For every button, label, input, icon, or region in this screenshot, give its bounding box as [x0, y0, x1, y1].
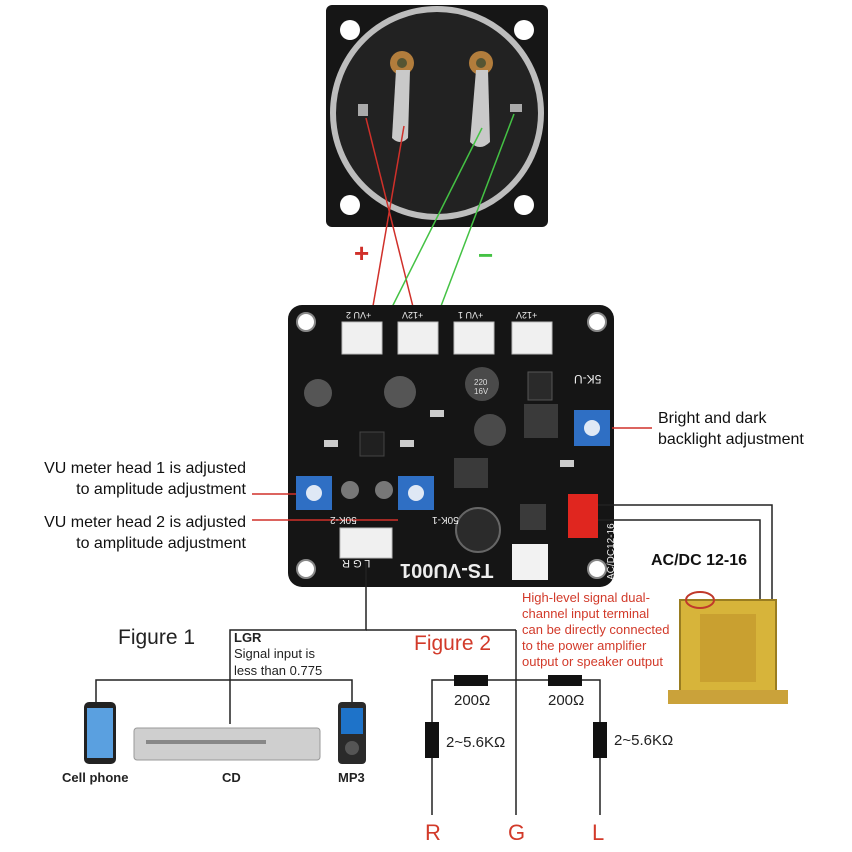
figure1-signal-line2: less than 0.775: [234, 663, 323, 678]
vu-driver-board: [288, 305, 614, 587]
figure2-note-line5: output or speaker output: [522, 654, 663, 669]
series-resistor-right-value: 200Ω: [548, 692, 585, 709]
callout-head1-line1: VU meter head 1 is adjusted: [44, 460, 246, 477]
figure2-note-line2: channel input terminal: [522, 606, 650, 621]
figure2-title: Figure 2: [414, 632, 492, 655]
figure1-signal-note: Signal input is less than 0.775: [234, 645, 322, 679]
figure2-note-line4: to the power amplifier: [522, 638, 647, 653]
figure1-wiring: [95, 560, 517, 815]
figure2-note-line3: can be directly connected: [522, 622, 670, 637]
meter-plus-sign: +: [354, 238, 370, 268]
meter-minus-sign: −: [478, 240, 494, 270]
vu-meter-head: [326, 5, 548, 227]
connector-label-12v-a: +12V: [402, 310, 424, 320]
board-model-label: TS-VU001: [400, 559, 494, 581]
cell-phone: [84, 702, 116, 764]
acdc-label: AC/DC 12-16: [651, 552, 748, 569]
connector-label-vu1: +VU 1: [458, 310, 484, 320]
shunt-resistor-left-value: 2~5.6KΩ: [446, 734, 506, 751]
pot-label-head2: 50K-2: [330, 514, 357, 525]
meter-wires: [365, 113, 515, 336]
figure2-note: High-level signal dual- channel input te…: [522, 590, 669, 670]
figure1-signal-line1: Signal input is: [234, 646, 315, 661]
device-label-phone: Cell phone: [62, 770, 129, 785]
connector-label-12v-b: +12V: [516, 310, 538, 320]
callout-lines: [252, 427, 652, 521]
figure1-lgr-label: LGR: [234, 630, 262, 645]
mp3-player: [338, 702, 366, 764]
power-connector-label: AC/DC12-16: [606, 523, 617, 580]
terminal-g: G: [508, 820, 526, 845]
callout-head2: VU meter head 2 is adjusted to amplitude…: [0, 512, 246, 554]
cd-player: [133, 727, 321, 761]
capacitor-marking: 220 16V: [474, 378, 489, 396]
callout-head1-line2: to amplitude adjustment: [76, 481, 246, 498]
callout-head2-line1: VU meter head 2 is adjusted: [44, 514, 246, 531]
terminal-r: R: [425, 820, 441, 845]
figure1-title: Figure 1: [118, 626, 196, 649]
callout-backlight: Bright and dark backlight adjustment: [658, 408, 804, 450]
pot-label-backlight: 5K-U: [574, 372, 602, 386]
device-label-mp3: MP3: [338, 770, 365, 785]
callout-head1: VU meter head 1 is adjusted to amplitude…: [0, 458, 246, 500]
shunt-resistor-right-value: 2~5.6KΩ: [614, 732, 674, 749]
input-connector-label: L G R: [342, 557, 371, 569]
device-label-cd: CD: [222, 770, 241, 785]
transformer: [668, 591, 788, 704]
callout-backlight-line2: backlight adjustment: [658, 431, 804, 448]
connector-label-vu2: +VU 2: [346, 310, 372, 320]
figure2-note-line1: High-level signal dual-: [522, 590, 650, 605]
callout-head2-line2: to amplitude adjustment: [76, 535, 246, 552]
figure2-network: [425, 675, 607, 815]
pot-label-head1: 50K-1: [432, 514, 459, 525]
callout-backlight-line1: Bright and dark: [658, 410, 767, 427]
series-resistor-left-value: 200Ω: [454, 692, 491, 709]
terminal-l: L: [592, 820, 605, 845]
